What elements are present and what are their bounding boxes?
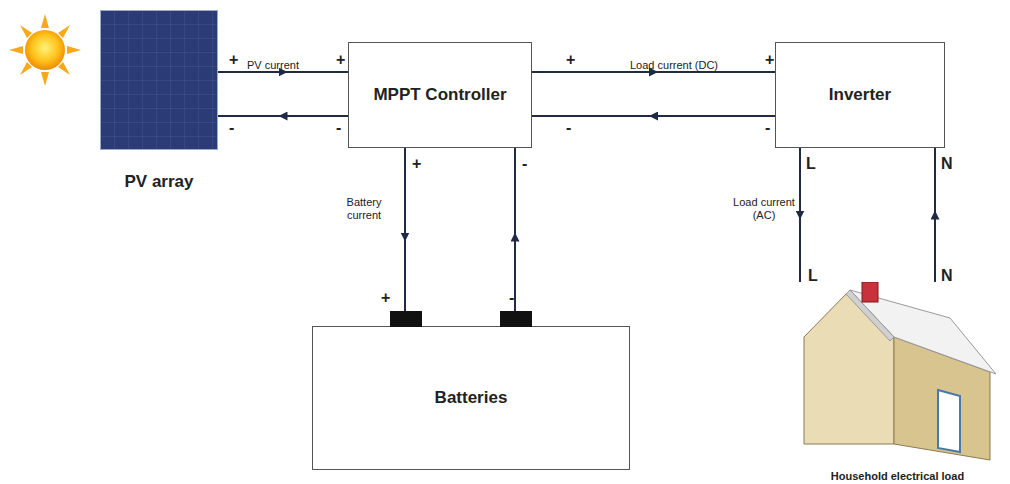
solar-panel bbox=[100, 10, 218, 150]
polarity-mark: L bbox=[806, 156, 816, 172]
box-title: MPPT Controller bbox=[373, 85, 506, 105]
pv-array-panel: PV array bbox=[100, 10, 218, 150]
polarity-mark: N bbox=[941, 156, 953, 172]
battery-box: Batteries bbox=[312, 326, 630, 470]
wire-connector bbox=[218, 115, 348, 117]
polarity-mark: - bbox=[566, 120, 571, 136]
polarity-mark: + bbox=[381, 290, 390, 306]
inverter-box: Inverter bbox=[775, 42, 945, 148]
wire-connector bbox=[532, 71, 775, 73]
polarity-mark: - bbox=[229, 120, 234, 136]
box-title: Inverter bbox=[829, 85, 891, 105]
polarity-mark: L bbox=[808, 268, 818, 284]
current-label: PV current bbox=[247, 59, 299, 72]
polarity-mark: - bbox=[522, 156, 527, 172]
polarity-mark: + bbox=[412, 156, 421, 172]
polarity-mark: - bbox=[765, 120, 770, 136]
wire-connector bbox=[532, 115, 775, 117]
load-caption: Household electrical load bbox=[790, 470, 1005, 482]
battery-terminal bbox=[390, 311, 422, 327]
wire-connector bbox=[934, 148, 936, 282]
sun-icon bbox=[9, 14, 81, 86]
household-load: Household electrical load bbox=[790, 282, 1005, 484]
polarity-mark: + bbox=[566, 52, 575, 68]
wire-connector bbox=[218, 71, 348, 73]
wire-connector bbox=[799, 148, 801, 282]
wire-connector bbox=[404, 148, 406, 326]
polarity-mark: N bbox=[941, 268, 953, 284]
house-drawing bbox=[790, 282, 1005, 484]
current-label: Load current (AC) bbox=[732, 196, 796, 221]
polarity-mark: - bbox=[509, 290, 514, 306]
polarity-mark: + bbox=[229, 52, 238, 68]
current-label: Load current (DC) bbox=[630, 59, 718, 72]
battery-terminal bbox=[500, 311, 532, 327]
box-title: Batteries bbox=[435, 388, 508, 408]
polarity-mark: + bbox=[765, 52, 774, 68]
current-label: Battery current bbox=[330, 196, 398, 221]
polarity-mark: + bbox=[336, 52, 345, 68]
polarity-mark: - bbox=[336, 120, 341, 136]
panel-caption: PV array bbox=[80, 172, 238, 192]
mppt-controller-box: MPPT Controller bbox=[348, 42, 532, 148]
